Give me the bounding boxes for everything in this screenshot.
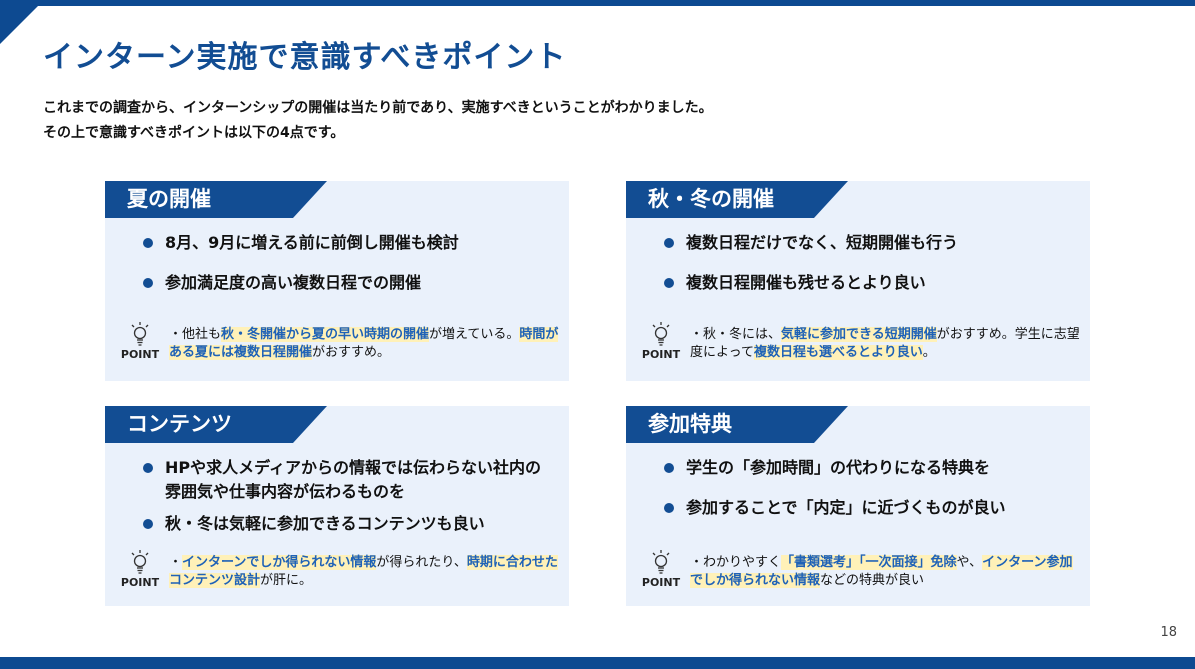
point-label: POINT (120, 348, 160, 361)
point-label: POINT (641, 576, 681, 589)
bullet-item: 参加することで「内定」に近づくものが良い (664, 496, 1006, 520)
intro-line-1: これまでの調査から、インターンシップの開催は当たり前であり、実施すべきということ… (43, 100, 713, 116)
point-text: ・わかりやすく「書類選考」「一次面接」免除や、インターン参加でしか得られない情報… (690, 555, 1073, 588)
bullet-dot (664, 238, 674, 248)
bullet-item: 参加満足度の高い複数日程での開催 (143, 271, 459, 295)
page-title: インターン実施で意識すべきポイント (43, 40, 567, 75)
bullet-list: 8月、9月に増える前に前倒し開催も検討 参加満足度の高い複数日程での開催 (143, 231, 459, 311)
bullet-dot (143, 519, 153, 529)
bullet-item: 複数日程だけでなく、短期開催も行う (664, 231, 958, 255)
bullet-list: 複数日程だけでなく、短期開催も行う 複数日程開催も残せるとより良い (664, 231, 958, 311)
bullet-list: HPや求人メディアからの情報では伝わらない社内の雰囲気や仕事内容が伝わるものを … (143, 456, 553, 552)
bullet-list: 学生の「参加時間」の代わりになる特典を 参加することで「内定」に近づくものが良い (664, 456, 1006, 536)
point-text: ・秋・冬には、気軽に参加できる短期開催がおすすめ。学生に志望度によって複数日程も… (690, 327, 1080, 360)
card-summer: 夏の開催 8月、9月に増える前に前倒し開催も検討 参加満足度の高い複数日程での開… (105, 181, 569, 381)
top-accent-bar (0, 0, 1195, 6)
intro-text: これまでの調査から、インターンシップの開催は当たり前であり、実施すべきということ… (43, 96, 713, 146)
bullet-dot (143, 238, 153, 248)
card-contents: コンテンツ HPや求人メディアからの情報では伝わらない社内の雰囲気や仕事内容が伝… (105, 406, 569, 606)
intro-line-2: その上で意識すべきポイントは以下の4点です。 (43, 125, 345, 141)
lightbulb-icon: POINT (640, 549, 682, 589)
point-text: ・インターンでしか得られない情報が得られたり、時期に合わせたコンテンツ設計が肝に… (169, 555, 558, 588)
card-heading: 秋・冬の開催 (626, 181, 848, 218)
bullet-dot (143, 463, 153, 473)
bullet-item: HPや求人メディアからの情報では伝わらない社内の雰囲気や仕事内容が伝わるものを (143, 456, 553, 504)
bullet-item: 8月、9月に増える前に前倒し開催も検討 (143, 231, 459, 255)
point-label: POINT (641, 348, 681, 361)
bullet-item: 学生の「参加時間」の代わりになる特典を (664, 456, 1006, 480)
lightbulb-icon: POINT (640, 321, 682, 361)
card-autumn-winter: 秋・冬の開催 複数日程だけでなく、短期開催も行う 複数日程開催も残せるとより良い… (626, 181, 1090, 381)
card-heading: 夏の開催 (105, 181, 327, 218)
card-heading: 参加特典 (626, 406, 848, 443)
bullet-dot (664, 278, 674, 288)
card-heading: コンテンツ (105, 406, 327, 443)
bullet-dot (664, 463, 674, 473)
card-participation-benefit: 参加特典 学生の「参加時間」の代わりになる特典を 参加することで「内定」に近づく… (626, 406, 1090, 606)
point-label: POINT (120, 576, 160, 589)
bullet-dot (664, 503, 674, 513)
lightbulb-icon: POINT (119, 321, 161, 361)
bullet-dot (143, 278, 153, 288)
top-corner-accent (0, 0, 44, 44)
page-number: 18 (1160, 625, 1177, 640)
lightbulb-icon: POINT (119, 549, 161, 589)
bottom-accent-bar (0, 657, 1195, 669)
bullet-item: 秋・冬は気軽に参加できるコンテンツも良い (143, 512, 553, 536)
bullet-item: 複数日程開催も残せるとより良い (664, 271, 958, 295)
point-text: ・他社も秋・冬開催から夏の早い時期の開催が増えている。時間がある夏には複数日程開… (169, 327, 559, 360)
